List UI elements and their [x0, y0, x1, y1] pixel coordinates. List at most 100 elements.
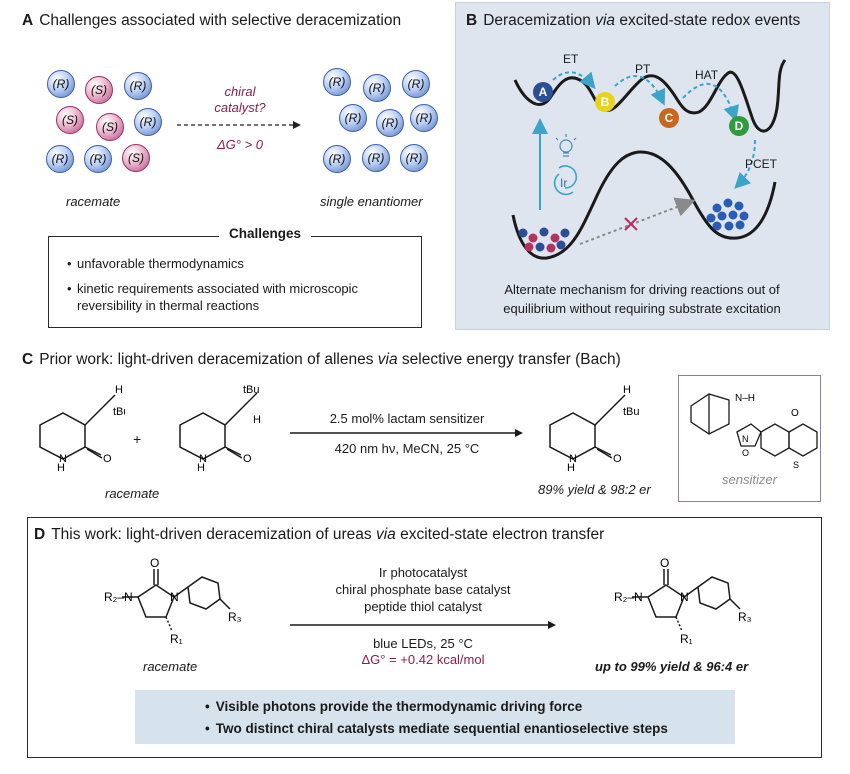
conclusions-box: •Visible photons provide the thermodynam…: [135, 690, 735, 744]
d-reaction-arrow: [290, 621, 556, 629]
node-c: [659, 108, 679, 128]
svg-text:N: N: [569, 453, 577, 465]
panel-a-title-text: Challenges associated with selective der…: [39, 12, 402, 29]
svg-text:N–H: N–H: [735, 393, 755, 404]
reaction-arrow: [177, 121, 301, 129]
svg-text:R₂–N: R₂–N: [104, 590, 133, 604]
plus-sign: +: [133, 431, 142, 447]
excited-state-surface: [513, 59, 787, 133]
molecule-r: (R): [363, 74, 391, 102]
molecule-r: (R): [400, 144, 428, 172]
c-yield: 89% yield & 98:2 er: [538, 482, 651, 497]
svg-text:R₂–N: R₂–N: [614, 590, 643, 604]
node-a-label: A: [538, 85, 548, 99]
svg-text:R₃: R₃: [228, 610, 242, 624]
c-condition-2: 420 nm hν, MeCN, 25 °C: [334, 441, 480, 456]
molecule-s: (S): [56, 106, 84, 134]
step-pt-label: PT: [635, 62, 651, 76]
c-reaction-arrow: [290, 429, 523, 437]
challenge-item: •unfavorable thermodynamics: [67, 256, 244, 271]
molecule-r: (R): [402, 70, 430, 98]
panel-b-title-text: excited-state redox events: [615, 12, 801, 29]
panel-c-title-text: selective energy transfer (Bach): [397, 351, 621, 368]
step-hat-label: HAT: [695, 68, 719, 82]
panel-a-title: A Challenges associated with selective de…: [22, 12, 401, 30]
step-et-label: ET: [563, 52, 579, 66]
challenges-box: Challenges •unfavorable thermodynamics •…: [48, 226, 422, 328]
svg-text:N: N: [199, 453, 207, 465]
ir-label: Ir: [560, 176, 568, 190]
challenge-text: unfavorable thermodynamics: [77, 256, 244, 271]
single-enantiomer-label: single enantiomer: [320, 194, 423, 209]
d-condition: Ir photocatalyst: [378, 565, 468, 580]
et-arrow: [552, 71, 596, 90]
molecule-r: (R): [410, 104, 438, 132]
node-d-label: D: [734, 119, 744, 133]
challenges-title: Challenges: [219, 226, 312, 241]
delta-g-label: ΔG° > 0: [216, 137, 264, 152]
conclusion-item: •Visible photons provide the thermodynam…: [205, 699, 583, 714]
panel-b-title-text: Deracemization: [483, 12, 596, 29]
svg-text:tBu: tBu: [243, 385, 260, 396]
svg-text:O: O: [103, 453, 112, 465]
c-condition-1: 2.5 mol% lactam sensitizer: [329, 411, 485, 426]
urea-product: O R₂–N N R₃ R₁: [614, 556, 752, 646]
urea-structure: O R₂–N N R₃ R₁: [104, 556, 242, 646]
allene-structure-1: H tBu H N O: [39, 385, 125, 474]
d-condition: chiral phosphate base catalyst: [335, 582, 511, 597]
d-delta-g: ΔG° = +0.42 kcal/mol: [361, 652, 485, 667]
svg-text:H: H: [197, 462, 205, 474]
step-pcet-label: PCET: [745, 157, 778, 171]
sensitizer-label: sensitizer: [722, 472, 777, 487]
allene-structure-2: tBu H H N O: [179, 385, 261, 474]
racemic-ensemble: [518, 227, 570, 253]
molecule-s: (S): [85, 76, 113, 104]
panel-b: [455, 2, 830, 330]
ground-state-surface: [511, 150, 777, 260]
panel-d-title-text: excited-state electron transfer: [395, 526, 605, 543]
panel-d: [27, 517, 822, 758]
svg-text:R₃: R₃: [738, 610, 752, 624]
panel-d-title-via: via: [375, 526, 396, 543]
d-conditions: Ir photocatalyst chiral phosphate base c…: [298, 564, 548, 615]
svg-text:H: H: [57, 462, 65, 474]
energy-diagram: [511, 59, 787, 260]
svg-text:R₁: R₁: [170, 632, 183, 646]
svg-text:S: S: [793, 460, 799, 470]
molecule-r: (R): [362, 144, 390, 172]
d-racemate-label: racemate: [143, 659, 198, 674]
d-condition: peptide thiol catalyst: [364, 599, 482, 614]
racemate-label: racemate: [66, 194, 121, 209]
panel-c-letter: C: [22, 351, 34, 368]
enantioenriched-ensemble: [706, 198, 749, 231]
svg-text:N: N: [170, 590, 179, 604]
svg-text:N: N: [680, 590, 689, 604]
molecule-r: (R): [134, 108, 162, 136]
allene-product: H tBu H N O: [549, 385, 640, 474]
caption-line: Alternate mechanism for driving reaction…: [504, 282, 780, 297]
d-yield: up to 99% yield & 96:4 er: [595, 659, 749, 674]
molecule-r: (R): [124, 72, 152, 100]
panel-a-letter: A: [22, 12, 34, 29]
node-b-label: B: [600, 95, 610, 109]
cross-icon: [624, 217, 638, 231]
d-condition-light: blue LEDs, 25 °C: [373, 636, 473, 651]
molecule-r: (R): [339, 104, 367, 132]
caption-line: equilibrium without requiring substrate …: [503, 301, 781, 316]
challenge-item: •kinetic requirements associated with mi…: [67, 281, 359, 313]
svg-text:O: O: [791, 408, 799, 419]
challenge-text: kinetic requirements associated with mic…: [77, 281, 359, 313]
lightbulb-icon: [555, 134, 577, 157]
ir-cycle-icon: [553, 165, 578, 196]
conclusion-text: Visible photons provide the thermodynami…: [215, 699, 583, 714]
catalyst-line: catalyst?: [214, 100, 266, 115]
svg-text:H: H: [115, 385, 123, 396]
panel-b-title-via: via: [595, 12, 616, 29]
blocked-arrow: [579, 197, 696, 245]
svg-text:tBu: tBu: [623, 406, 640, 418]
molecule-r: (R): [46, 145, 74, 173]
conclusion-item: •Two distinct chiral catalysts mediate s…: [205, 721, 668, 736]
